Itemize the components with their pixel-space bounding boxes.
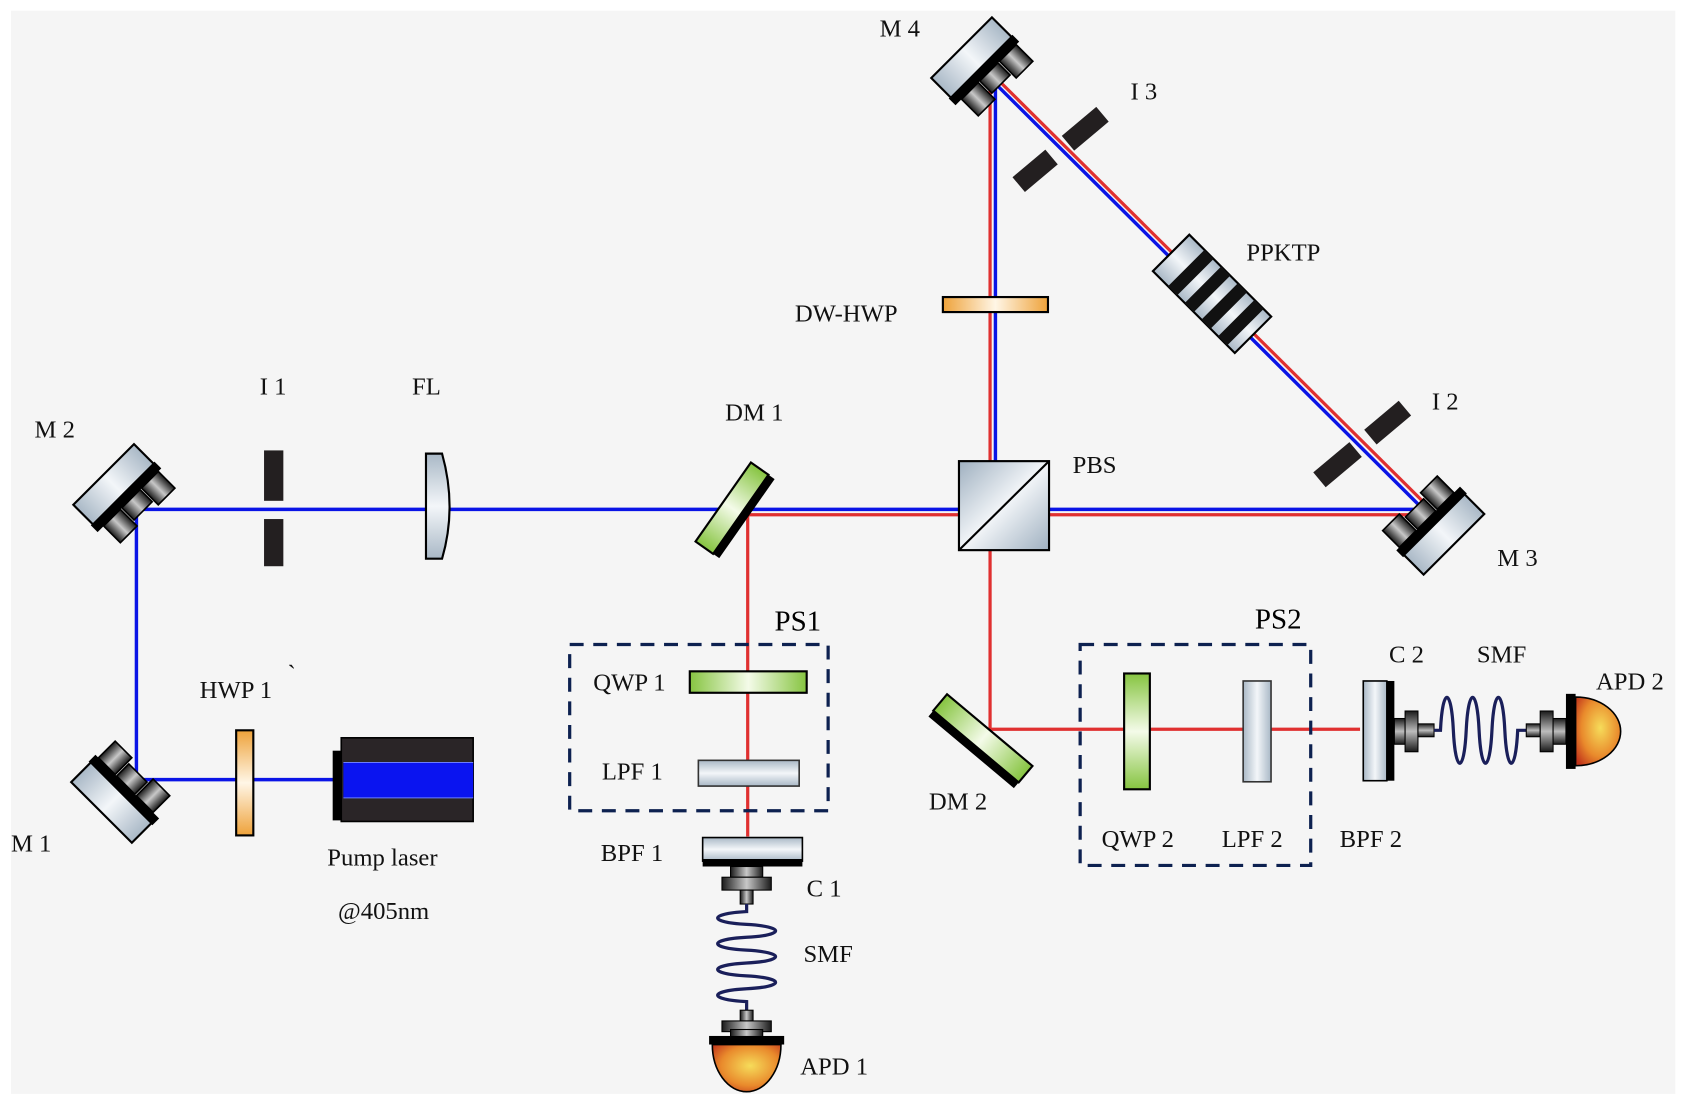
- label-ps2: PS2: [1255, 603, 1302, 635]
- label-m2: M 2: [35, 417, 75, 444]
- label-ppktp: PPKTP: [1246, 240, 1320, 267]
- polarization-selector-ps2: [1078, 642, 1313, 868]
- iris-i2: [1313, 400, 1412, 488]
- coupler-c1: [730, 865, 764, 878]
- iris-i1: [264, 450, 284, 567]
- label-c2: C 2: [1389, 642, 1424, 669]
- label-i3: I 3: [1131, 79, 1158, 106]
- diagram-background: [10, 10, 1676, 1094]
- label-qwp1: QWP 1: [593, 670, 665, 697]
- label-smf1: SMF: [803, 941, 852, 968]
- dichroic-mirror-dm2: [928, 692, 1034, 789]
- label-fl: FL: [412, 374, 441, 401]
- single-mode-fiber-1: [716, 904, 778, 1011]
- label-apd1: APD 1: [800, 1054, 868, 1081]
- label-dw-hwp: DW-HWP: [795, 301, 898, 328]
- label-ps1: PS1: [775, 606, 822, 638]
- label-dm2: DM 2: [929, 789, 987, 816]
- label-qwp2: QWP 2: [1102, 826, 1174, 853]
- coupler-c2: [1393, 717, 1406, 745]
- quarter-wave-plate-qwp2: [1123, 672, 1151, 791]
- label-bpf1: BPF 1: [601, 840, 663, 867]
- detection-arm-1: [701, 836, 804, 1093]
- label-smf2: SMF: [1477, 642, 1526, 669]
- quarter-wave-plate-qwp1: [688, 670, 808, 694]
- half-wave-plate-hwp1: [235, 729, 255, 837]
- label-pump-wavelength: @405nm: [338, 898, 429, 925]
- label-pbs: PBS: [1073, 452, 1117, 479]
- long-pass-filter-lpf1: [697, 759, 800, 787]
- single-mode-fiber-2: [1434, 695, 1527, 765]
- long-pass-filter-lpf2: [1242, 680, 1272, 783]
- band-pass-filter-bpf1: [701, 836, 804, 862]
- band-pass-filter-bpf2: [1362, 680, 1388, 782]
- component-labels: M 2 M 1 M 4 M 3 I 1 FL I 3 I 2 PPKTP DW-…: [11, 15, 1664, 1080]
- label-hwp1: HWP 1: [200, 677, 272, 704]
- polarization-selector-ps1: [568, 642, 830, 813]
- label-m1: M 1: [11, 830, 51, 857]
- focus-lens-fl: [424, 452, 451, 560]
- ppktp-crystal: [1151, 233, 1273, 355]
- dichroic-mirror-dm1: [694, 460, 775, 559]
- label-dm1: DM 1: [725, 399, 783, 426]
- dual-wavelength-half-wave-plate: [941, 295, 1050, 314]
- avalanche-photodiode-apd1: [711, 1043, 782, 1093]
- polarizing-beam-splitter-pbs: [957, 460, 1051, 552]
- label-lpf1: LPF 1: [602, 759, 663, 786]
- detection-arm-2: [1362, 680, 1622, 782]
- label-m3: M 3: [1497, 545, 1537, 572]
- label-hwp1-mark: `: [288, 661, 296, 688]
- label-lpf2: LPF 2: [1222, 826, 1283, 853]
- label-apd2: APD 2: [1596, 669, 1664, 696]
- label-m4: M 4: [880, 15, 920, 42]
- label-c1: C 1: [807, 876, 842, 903]
- label-i2: I 2: [1432, 389, 1459, 416]
- pump-laser: [332, 737, 474, 823]
- iris-i3: [1012, 106, 1109, 192]
- label-pump-laser: Pump laser: [327, 844, 437, 871]
- label-i1: I 1: [260, 374, 287, 401]
- label-bpf2: BPF 2: [1340, 826, 1402, 853]
- avalanche-photodiode-apd2: [1574, 696, 1622, 767]
